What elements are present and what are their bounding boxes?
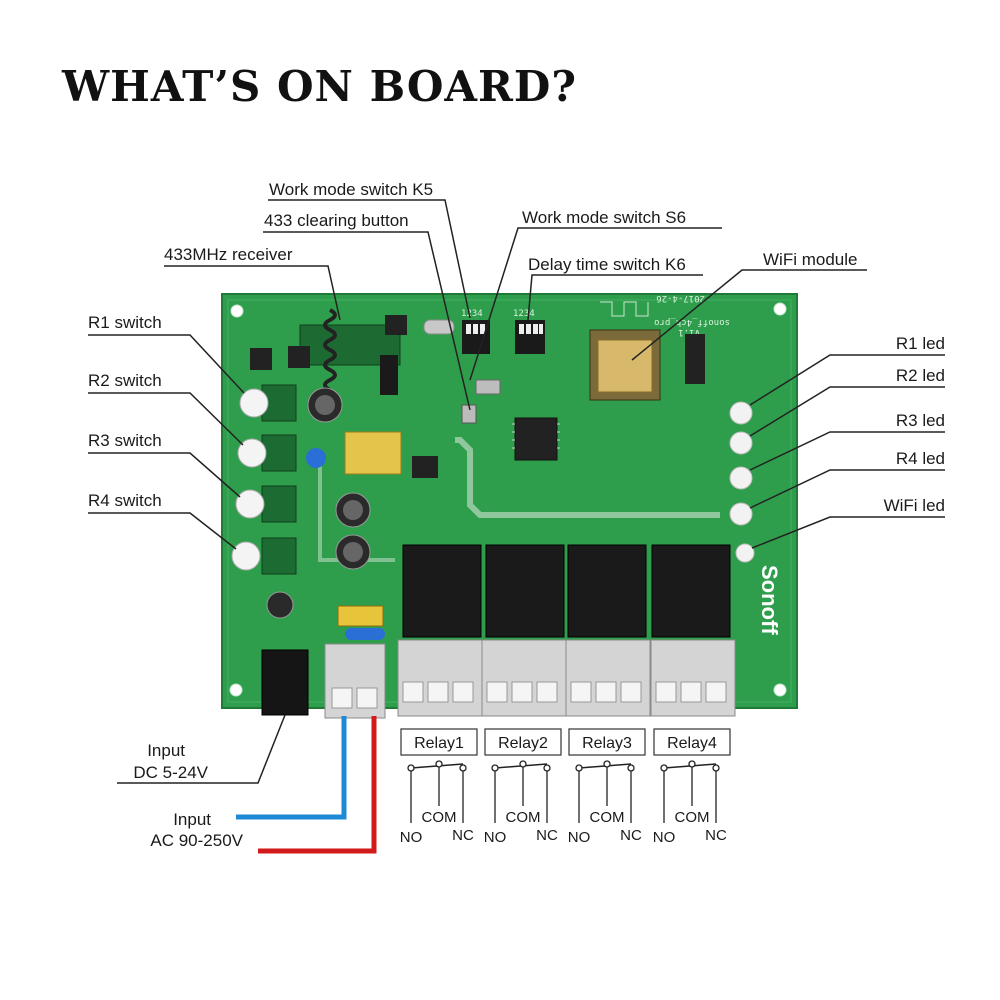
k6-silk-label: 1234 [513,309,535,319]
label-r1-led: R1 led [896,334,945,353]
relay-com-label: COM [590,809,625,826]
brand-logo-text: Sonoff [757,565,782,635]
relay-no-label: NO [400,829,423,846]
relay-label: Relay2 [498,735,548,752]
relay-no-label: NO [653,829,676,846]
label-dc-input-range: DC 5-24V [133,763,208,782]
label-r2-switch: R2 switch [88,371,162,390]
silk-date: 2017-4-26 [656,293,705,303]
silk-model: sonoff_4ch_pro [654,317,730,327]
page-title: WHAT’S ON BOARD? [62,62,577,111]
relay-contact-nc [627,764,635,772]
label-r1-switch: R1 switch [88,313,162,332]
pcb-board: 1234 1234 2017-4-26 sonoff_4ch_pro V1.1 [221,293,798,719]
label-wifi-led: WiFi led [884,496,945,515]
relay-contact-no [407,764,415,772]
relay-com-label: COM [675,809,710,826]
relay-contact-nc [712,764,720,772]
label-433mhz-receiver: 433MHz receiver [164,245,293,264]
label-work-mode-switch-k5: Work mode switch K5 [269,180,433,199]
silk-version: V1.1 [678,327,700,337]
label-r3-switch: R3 switch [88,431,162,450]
relay-label-box [568,728,646,756]
led-row [729,401,755,563]
label-r3-led: R3 led [896,411,945,430]
callout-lines [88,199,945,784]
relay-contact-diagrams: Relay1NOCOMNCRelay2NOCOMNCRelay3NOCOMNCR… [400,728,731,846]
relay-nc-label: NC [536,827,558,844]
relay-nc-label: NC [705,827,727,844]
relay-label-box [484,728,562,756]
relay-no-label: NO [484,829,507,846]
ac-wires [236,716,377,854]
relay-blocks [402,544,731,638]
relay-contact-com [688,760,696,768]
label-work-mode-switch-s6: Work mode switch S6 [522,208,686,227]
relay-label: Relay3 [582,735,632,752]
label-r2-led: R2 led [896,366,945,385]
relay-label: Relay1 [414,735,464,752]
relay-com-label: COM [422,809,457,826]
label-r4-led: R4 led [896,449,945,468]
relay-nc-label: NC [620,827,642,844]
label-433-clearing-button: 433 clearing button [264,211,409,230]
relay-contact-com [435,760,443,768]
label-r4-switch: R4 switch [88,491,162,510]
relay-label-box [653,728,731,756]
label-ac-input-title: Input [173,810,211,829]
relay-label-box [400,728,478,756]
relay-contact-nc [459,764,467,772]
relay-contact-no [575,764,583,772]
switch-row [231,384,297,575]
label-delay-time-switch-k6: Delay time switch K6 [528,255,686,274]
terminal-blocks [324,639,736,719]
relay-contact-com [603,760,611,768]
relay-contact-no [491,764,499,772]
relay-contact-nc [543,764,551,772]
label-ac-input-range: AC 90-250V [150,831,243,850]
relay-contact-no [660,764,668,772]
label-dc-input-title: Input [147,741,185,760]
relay-nc-label: NC [452,827,474,844]
relay-label: Relay4 [667,735,717,752]
label-wifi-module: WiFi module [763,250,857,269]
relay-com-label: COM [506,809,541,826]
k5-silk-label: 1234 [461,309,483,319]
relay-no-label: NO [568,829,591,846]
relay-contact-com [519,760,527,768]
